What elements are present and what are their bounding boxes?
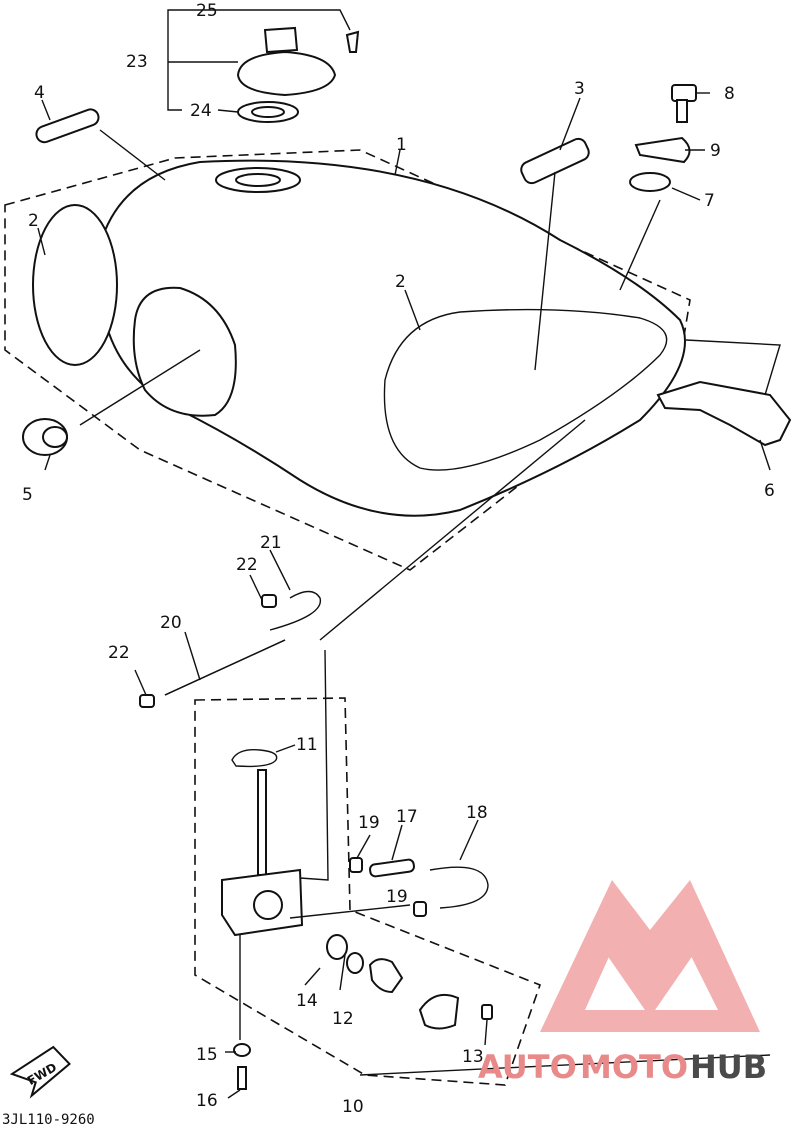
callout-4: 4: [34, 83, 45, 103]
emblem-part-3: [520, 137, 590, 185]
damper-part-7: [629, 172, 671, 192]
clip-part-19b: [413, 901, 427, 917]
callout-19b: 19: [386, 887, 408, 907]
callout-3: 3: [574, 79, 585, 99]
screw-part-16: [237, 1066, 247, 1090]
oring-part-12: [346, 952, 364, 974]
watermark-auto: AUTO: [478, 1048, 577, 1086]
plate-part-10: [418, 994, 460, 1030]
callout-12: 12: [332, 1009, 354, 1029]
watermark-text: AUTO MOTO HUB: [478, 1048, 767, 1086]
callout-1: 1: [396, 135, 407, 155]
fuel-tank: [32, 159, 686, 517]
hose-part-20: [164, 639, 286, 696]
hose-part-18: [429, 866, 489, 909]
watermark-moto: MOTO: [580, 1048, 688, 1086]
callout-7: 7: [704, 191, 715, 211]
bolt-part-8: [671, 84, 697, 123]
callout-20: 20: [160, 613, 182, 633]
callout-5: 5: [22, 485, 33, 505]
callout-15: 15: [196, 1045, 218, 1065]
diagram-code: 3JL110-9260: [2, 1112, 95, 1128]
callout-2b: 2: [395, 272, 406, 292]
grommet-part-5: [22, 418, 68, 456]
washer-part-15: [233, 1043, 251, 1057]
cushion-part-4: [35, 108, 100, 144]
callout-16: 16: [196, 1091, 218, 1111]
callout-22a: 22: [236, 555, 258, 575]
callout-6: 6: [764, 481, 775, 501]
watermark-logo: [540, 880, 760, 1032]
callout-8: 8: [724, 84, 735, 104]
callout-22b: 22: [108, 643, 130, 663]
callout-14: 14: [296, 991, 318, 1011]
cock-assembly-outline: [194, 697, 542, 1086]
screw-part-13: [481, 1004, 493, 1020]
callout-18: 18: [466, 803, 488, 823]
callout-17: 17: [396, 807, 418, 827]
callout-23: 23: [126, 52, 148, 72]
callout-24: 24: [190, 101, 212, 121]
fuel-cock: [221, 749, 304, 937]
watermark-hub: HUB: [690, 1048, 767, 1086]
callout-10: 10: [342, 1097, 364, 1117]
callout-11: 11: [296, 735, 318, 755]
callout-13: 13: [462, 1047, 484, 1067]
clip-part-22b: [139, 694, 155, 708]
callout-25: 25: [196, 1, 218, 21]
callout-9: 9: [710, 141, 721, 161]
callout-labels: 25 23 24 4 1 3 8 9 7 2 2 5 6 21 22 20 22…: [22, 1, 775, 1117]
clip-part-19a: [349, 857, 363, 873]
pipe-part-17: [369, 858, 415, 878]
callout-19a: 19: [358, 813, 380, 833]
callout-2a: 2: [28, 211, 39, 231]
plate-part-9: [634, 136, 691, 164]
hose-part-21: [269, 590, 322, 631]
leader-lines: [37, 9, 781, 1099]
forward-arrow: FWD: [9, 1045, 71, 1099]
gasket-part-14: [326, 934, 348, 960]
fuel-cap-assembly: [236, 26, 360, 123]
callout-21: 21: [260, 533, 282, 553]
clip-part-22a: [261, 594, 277, 608]
lever-part-cock: [368, 958, 404, 994]
bracket-part-6: [656, 380, 792, 447]
